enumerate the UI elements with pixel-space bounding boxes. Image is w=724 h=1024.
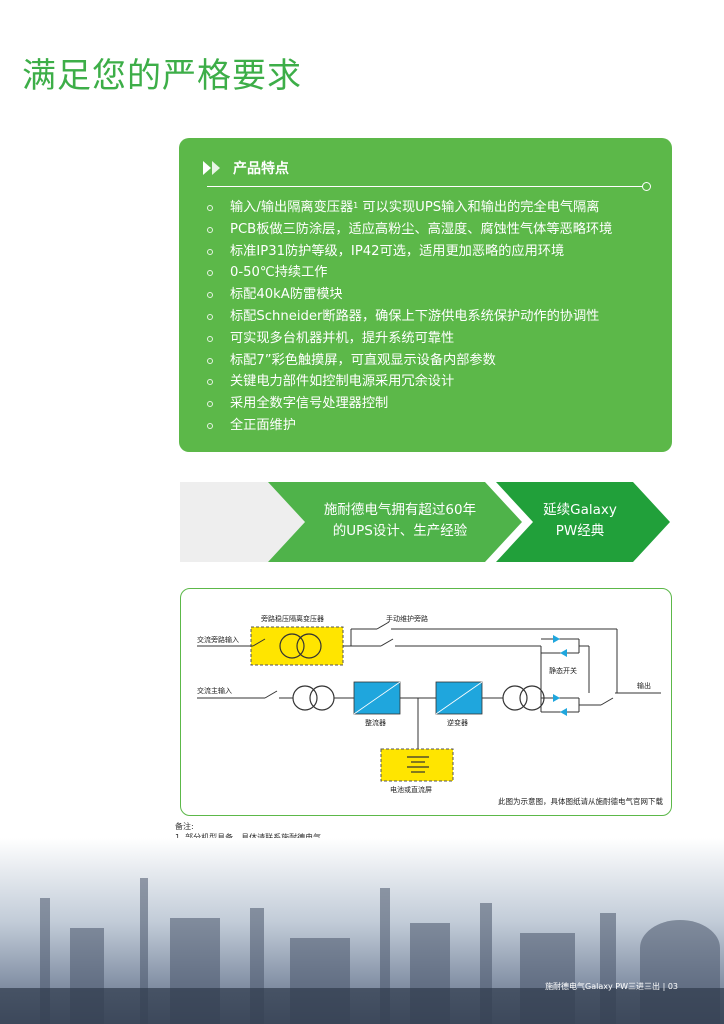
manual-bypass-label: 手动维护旁路 <box>386 614 428 623</box>
list-item: PCB板做三防涂层，适应高粉尘、高湿度、腐蚀性气体等恶略环境 <box>205 219 612 241</box>
bypass-transformer-label: 旁路稳压隔离变压器 <box>261 614 324 623</box>
list-item: 标配Schneider断路器，确保上下游供电系统保护动作的协调性 <box>205 306 612 328</box>
list-item: 标准IP31防护等级，IP42可选，适用更加恶略的应用环境 <box>205 241 612 263</box>
header-divider <box>207 186 643 187</box>
diagram-caption: 此图为示意图，具体图纸请从施耐德电气官网下载 <box>498 796 663 806</box>
inverter-label: 逆变器 <box>447 718 468 727</box>
list-item: 关键电力部件如控制电源采用冗余设计 <box>205 371 612 393</box>
ups-circuit-diagram: 旁路稳压隔离变压器 交流旁路输入 手动维护旁路 静态开关 交流主输入 <box>180 588 672 816</box>
page-footer: 施耐德电气Galaxy PW三进三出 | 03 <box>545 982 678 991</box>
industrial-plant-photo <box>0 838 724 1024</box>
arrow-segment-dark <box>496 482 670 562</box>
divider-end-dot <box>642 182 651 191</box>
legacy-text: 延续Galaxy PW经典 <box>543 502 617 539</box>
battery-box <box>380 748 454 782</box>
list-item: 采用全数字信号处理器控制 <box>205 393 612 415</box>
notes: 备注: 1. 部分机型具备，具体请联系施耐德电气 <box>175 821 321 843</box>
rectifier-label: 整流器 <box>365 718 386 727</box>
battery-label: 电池或直流屏 <box>390 785 432 794</box>
double-arrow-icon <box>203 161 220 175</box>
history-arrow-banner: 施耐德电气拥有超过60年 的UPS设计、生产经验 延续Galaxy PW经典 <box>0 480 724 564</box>
ac-main-input-label: 交流主输入 <box>197 686 232 695</box>
notes-line: 1. 部分机型具备，具体请联系施耐德电气 <box>175 832 321 843</box>
features-heading: 产品特点 <box>233 161 289 177</box>
experience-text: 施耐德电气拥有超过60年 的UPS设计、生产经验 <box>323 502 477 539</box>
list-item: 可实现多台机器并机，提升系统可靠性 <box>205 328 612 350</box>
list-item: 全正面维护 <box>205 415 612 437</box>
arrow-segment-mid <box>268 482 522 562</box>
feature-list: 输入/输出隔离变压器1 可以实现UPS输入和输出的完全电气隔离 PCB板做三防涂… <box>205 197 612 437</box>
page-title: 满足您的严格要求 <box>22 56 302 96</box>
list-item: 标配7”彩色触摸屏，可直观显示设备内部参数 <box>205 350 612 372</box>
notes-label: 备注: <box>175 822 194 831</box>
list-item: 0-50℃持续工作 <box>205 262 612 284</box>
arrow-segment-light <box>180 482 305 562</box>
features-header: 产品特点 <box>203 158 289 178</box>
output-label: 输出 <box>637 681 651 690</box>
ac-bypass-input-label: 交流旁路输入 <box>197 635 239 644</box>
static-switch-label: 静态开关 <box>549 666 577 675</box>
product-features-panel: 产品特点 输入/输出隔离变压器1 可以实现UPS输入和输出的完全电气隔离 PCB… <box>179 138 672 452</box>
list-item: 标配40kA防雷模块 <box>205 284 612 306</box>
list-item: 输入/输出隔离变压器1 可以实现UPS输入和输出的完全电气隔离 <box>205 197 612 219</box>
